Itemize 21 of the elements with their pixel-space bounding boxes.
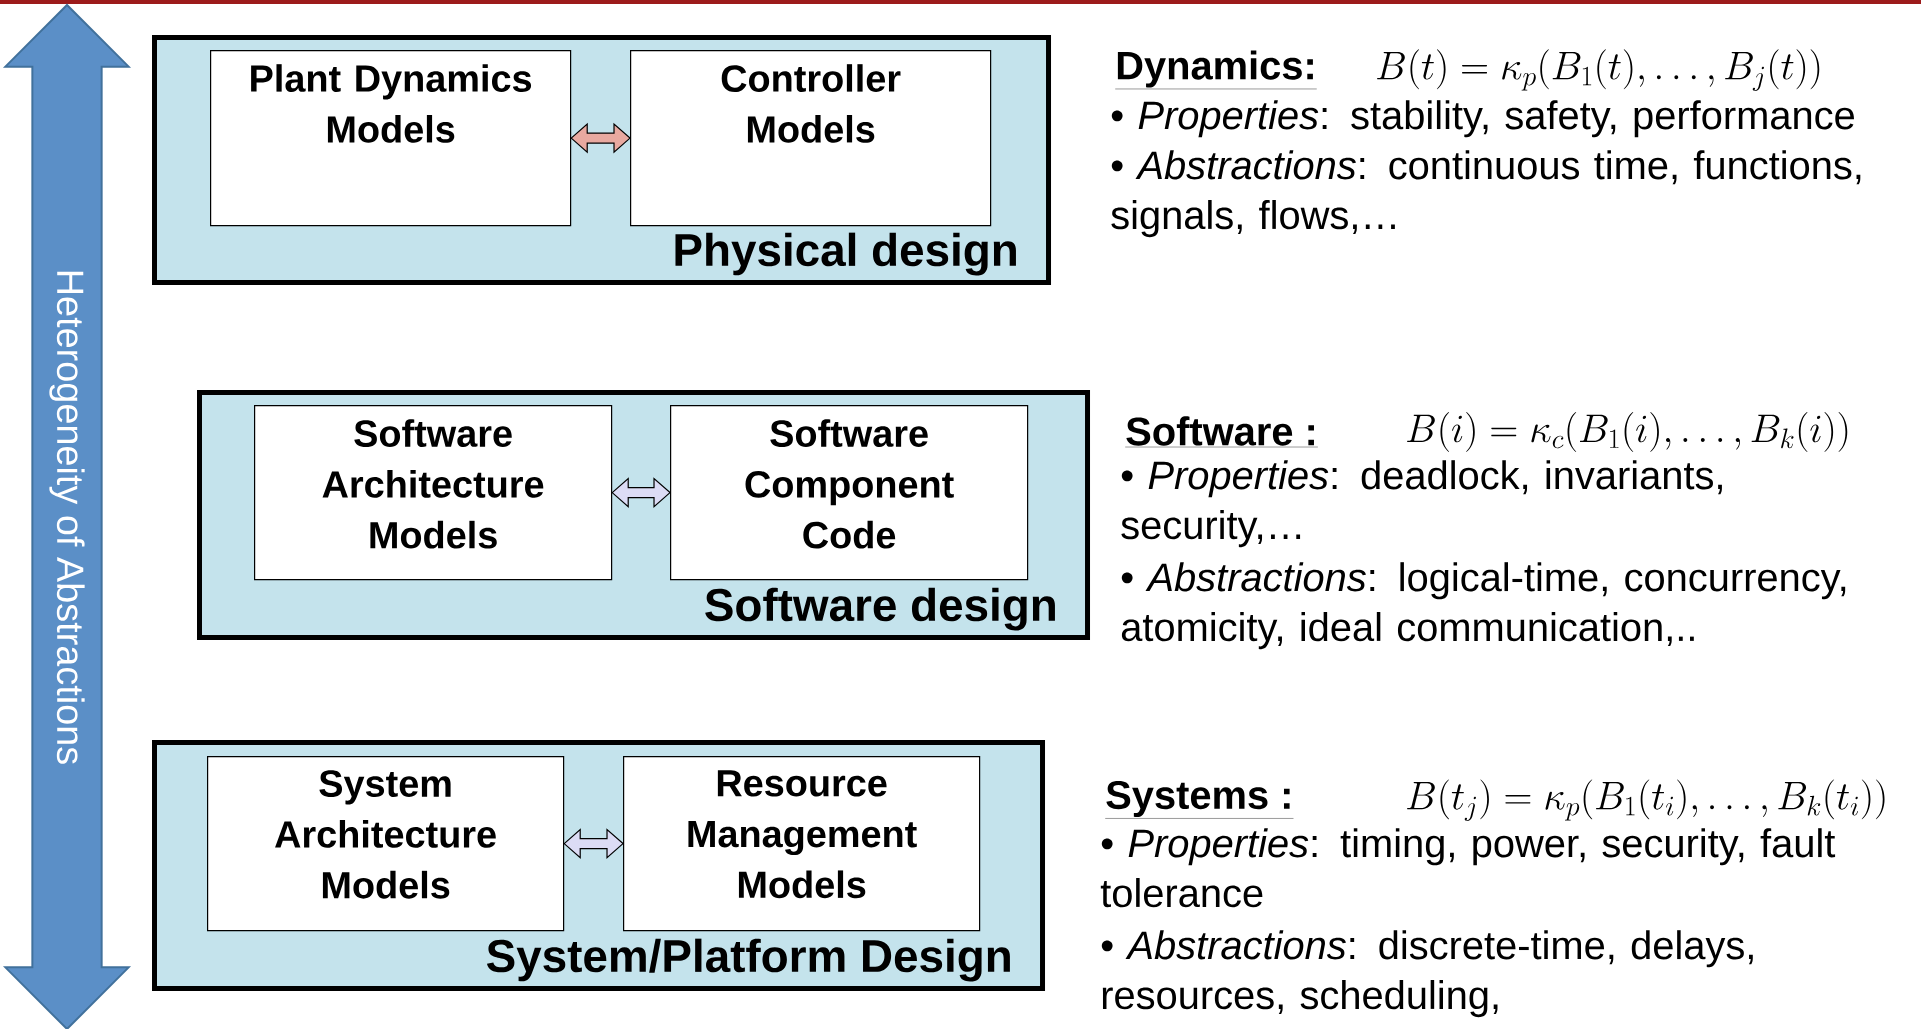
model-box: Resource Management Models — [623, 756, 981, 932]
bullet-text: • Properties: stability, safety, performance — [1111, 100, 1854, 138]
formula: $B(i) = \kappa_c (B_1(i),\ldots,B_k(i))$ — [1407, 412, 1848, 452]
bullet-text: • Abstractions: continuous time, functions, signals, flows,… — [1111, 150, 1861, 238]
model-box: Software Component Code — [670, 405, 1029, 581]
double-arrow — [611, 477, 671, 508]
model-box: System Architecture Models — [207, 756, 565, 932]
section-heading: Software : — [1125, 416, 1319, 448]
formula: $B(t) = \kappa_p (B_1(t),\ldots,B_j(t))$ — [1377, 49, 1820, 91]
model-box: Software Architecture Models — [254, 405, 613, 581]
section-heading: Dynamics: — [1115, 50, 1317, 90]
double-arrow — [570, 122, 631, 154]
section-heading: Systems : — [1105, 780, 1294, 819]
formula: $B(t_j) = \kappa_p (B_1(t_i),\ldots,B_k(t_i))$ — [1407, 779, 1885, 821]
model-box: Controller Models — [630, 50, 992, 227]
model-box: Plant Dynamics Models — [210, 50, 572, 227]
bullet-text: • Properties: timing, power, security, fault tolerance — [1100, 828, 1836, 908]
bullet-text: • Abstractions: logical-time, concurrency, atomicity, ideal communication,.. — [1121, 562, 1846, 650]
bullet-text: • Properties: deadlock, invariants, security,… — [1121, 460, 1722, 548]
bullet-text: • Abstractions: discrete-time, delays, resources, scheduling, — [1101, 930, 1753, 1018]
double-arrow — [563, 828, 624, 859]
